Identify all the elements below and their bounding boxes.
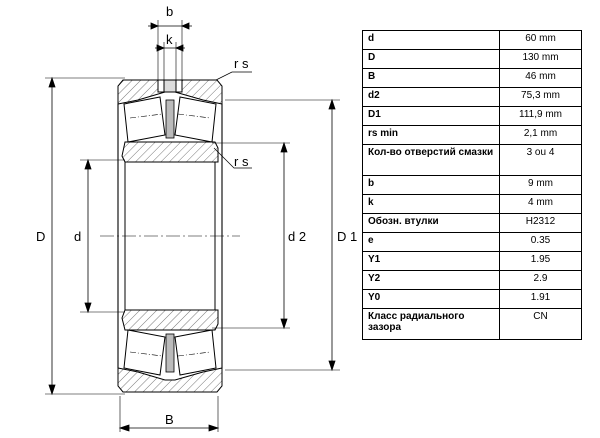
spec-param: Обозн. втулки <box>362 213 500 233</box>
spec-param: b <box>362 175 500 195</box>
dimension-lines <box>48 22 336 432</box>
label-k: k <box>166 32 173 47</box>
spec-param: Y2 <box>362 270 500 290</box>
spec-param: Класс радиального зазора <box>362 308 500 340</box>
spec-value: 2,1 mm <box>499 125 582 145</box>
spec-param: d <box>362 30 500 50</box>
spec-value: 60 mm <box>499 30 582 50</box>
label-B: B <box>165 412 174 427</box>
label-d2: d 2 <box>288 229 306 244</box>
label-d: d <box>74 229 81 244</box>
label-rs-mid: r s <box>234 154 249 169</box>
bearing-drawing: b k r s r s D d d 2 D 1 B <box>36 4 357 432</box>
roller-top-left <box>123 96 166 143</box>
outer-ring <box>117 79 223 393</box>
spec-param: d2 <box>362 87 500 107</box>
spec-value: 1.95 <box>499 251 582 271</box>
roller-bottom-left <box>123 329 166 376</box>
spec-value: 3 ou 4 <box>499 144 582 176</box>
spec-param: D <box>362 49 500 69</box>
spec-value: 1.91 <box>499 289 582 309</box>
spec-value: 0.35 <box>499 232 582 252</box>
spec-value: H2312 <box>499 213 582 233</box>
roller-bottom-right <box>174 329 217 376</box>
spec-param: Y1 <box>362 251 500 271</box>
spec-param: B <box>362 68 500 88</box>
label-D: D <box>36 229 45 244</box>
spec-param: e <box>362 232 500 252</box>
spec-param: Кол-во отверстий смазки <box>362 144 500 176</box>
spec-param: D1 <box>362 106 500 126</box>
spec-value: 130 mm <box>499 49 582 69</box>
cage-top <box>165 99 175 139</box>
label-b: b <box>166 4 173 19</box>
spec-value: 75,3 mm <box>499 87 582 107</box>
cage-bottom <box>165 333 175 373</box>
spec-value: 46 mm <box>499 68 582 88</box>
spec-value: 4 mm <box>499 194 582 214</box>
spec-value: 9 mm <box>499 175 582 195</box>
spec-value: 2.9 <box>499 270 582 290</box>
roller-top-right <box>174 96 217 143</box>
spec-param: Y0 <box>362 289 500 309</box>
label-rs-top: r s <box>234 56 249 71</box>
spec-value: CN <box>499 308 582 340</box>
extension-lines <box>45 20 340 432</box>
spec-param: k <box>362 194 500 214</box>
rs-leaders <box>213 71 252 169</box>
spec-value: 111,9 mm <box>499 106 582 126</box>
label-D1: D 1 <box>337 229 357 244</box>
spec-param: rs min <box>362 125 500 145</box>
